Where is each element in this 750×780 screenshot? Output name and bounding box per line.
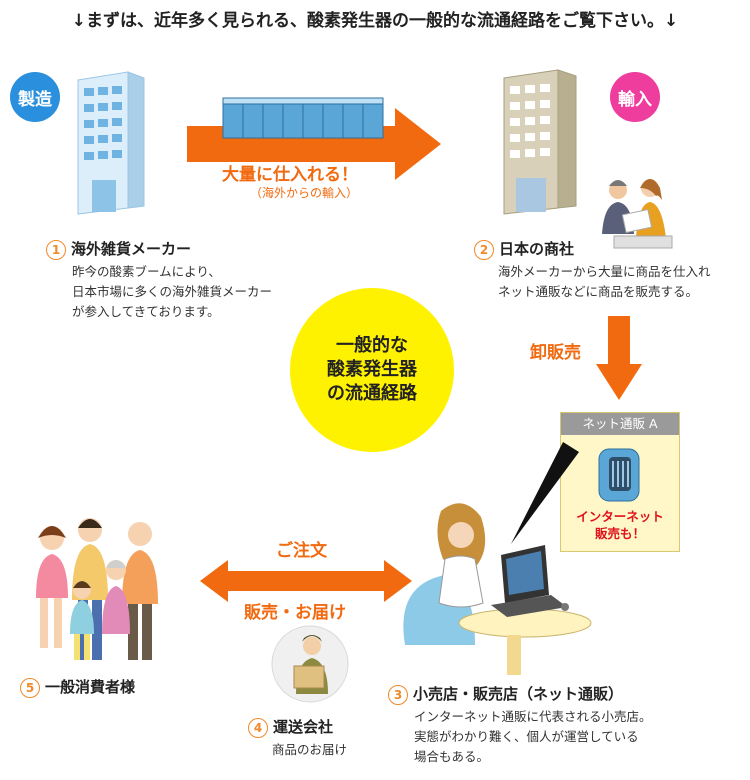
foreign-maker-building-icon: [77, 71, 145, 215]
family-consumers-icon: [36, 518, 158, 660]
step-4-number: 4: [248, 717, 268, 738]
manufacture-badge-label: 製造: [18, 89, 52, 110]
step-3-description: インターネット通販に代表される小売店。実態がわかり難く、個人が運営している場合も…: [414, 709, 652, 764]
net-shop-box: ネット通販 A インターネット 販売も！: [560, 412, 680, 552]
center-circle: 一般的な 酸素発生器 の流通経路: [290, 288, 454, 452]
delivery-worker-icon: [271, 625, 349, 703]
bulk-purchase-label: 大量に仕入れる！: [222, 165, 358, 185]
wholesale-label: 卸販売: [530, 343, 581, 363]
center-line-2: 酸素発生器: [327, 359, 417, 380]
net-shop-caption-1: インターネット: [576, 509, 664, 524]
bulk-purchase-sublabel: （海外からの輸入）: [250, 186, 359, 200]
wholesale-down-arrow: [596, 316, 642, 400]
order-delivery-double-arrow: [200, 560, 412, 602]
net-shop-caption-2: 販売も！: [594, 526, 645, 541]
trading-company-building-icon: [503, 69, 577, 215]
product-boxes-icon: [222, 97, 384, 139]
step-2-description: 海外メーカーから大量に商品を仕入れネット通販などに商品を販売する。: [498, 264, 711, 299]
net-shop-header: ネット通販 A: [561, 413, 679, 435]
net-shop-pointer: [511, 442, 579, 544]
step-4-description: 商品のお届け: [272, 742, 348, 757]
sale-delivery-label: 販売・お届け: [244, 603, 346, 623]
step-3-number: 3: [388, 684, 408, 705]
center-line-1: 一般的な: [336, 335, 408, 356]
manufacture-badge: 製造: [10, 72, 60, 122]
business-people-icon: [602, 179, 673, 249]
woman-laptop-icon: [403, 503, 592, 675]
step-1-description: 昨今の酸素ブームにより、日本市場に多くの海外雑貨メーカーが参入してきております。: [72, 264, 273, 319]
step-5-number: 5: [20, 677, 40, 698]
order-label: ご注文: [276, 541, 327, 561]
import-badge-label: 輸入: [618, 89, 652, 110]
bulk-purchase-arrow: [187, 97, 441, 180]
page-heading: ↓まずは、近年多く見られる、酸素発生器の一般的な流通経路をご覧下さい。↓: [71, 11, 679, 31]
step-1-number: 1: [46, 239, 66, 260]
oxygen-device-icon: [598, 448, 640, 502]
import-badge: 輸入: [610, 72, 660, 122]
step-2-number: 2: [474, 239, 494, 260]
center-line-3: の流通経路: [327, 383, 417, 404]
